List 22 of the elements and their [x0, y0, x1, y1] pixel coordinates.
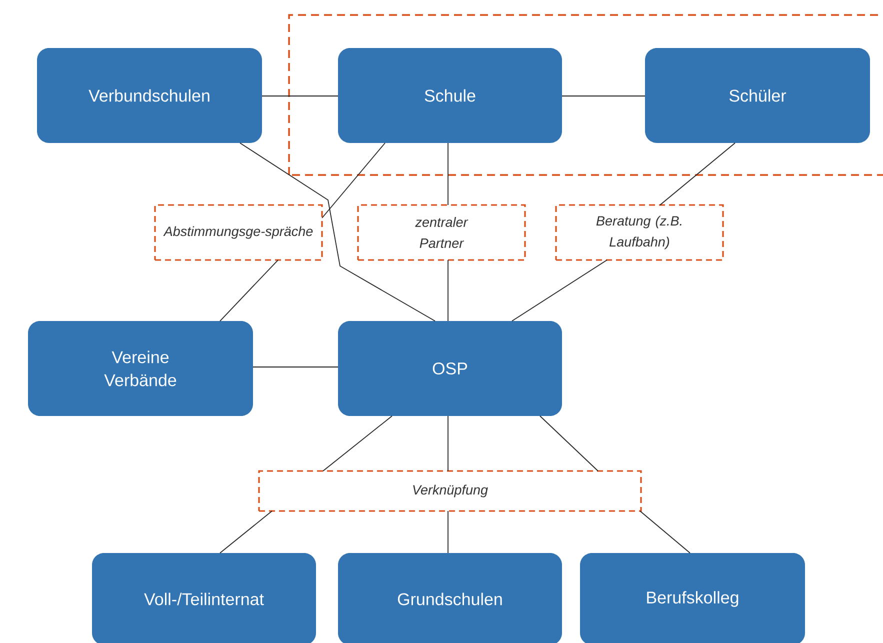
connector-line [252, 366, 338, 368]
process-box: Voll-/Teilinternat [92, 553, 316, 643]
note-box: Abstimmungsge-spräche [154, 204, 323, 261]
connector-line [220, 260, 278, 322]
process-box: Berufskolleg [580, 553, 805, 643]
note-box: Verknüpfung [258, 470, 642, 512]
note-box: zentraler Partner [357, 204, 526, 261]
connector-line [322, 416, 392, 472]
connector-line [220, 510, 272, 554]
connector-line [660, 142, 736, 206]
process-box: Schule [338, 48, 562, 143]
process-box: Schüler [645, 48, 870, 143]
process-box: Grundschulen [338, 553, 562, 643]
connector-line [512, 260, 608, 322]
connector-line [640, 510, 690, 554]
connector-line [240, 142, 436, 322]
process-box: Verbundschulen [37, 48, 262, 143]
connector-line [322, 142, 386, 218]
process-box: OSP [338, 321, 562, 416]
note-box: Beratung (z.B. Laufbahn) [555, 204, 724, 261]
process-box: Vereine Verbände [28, 321, 253, 416]
connector-line [540, 416, 598, 472]
